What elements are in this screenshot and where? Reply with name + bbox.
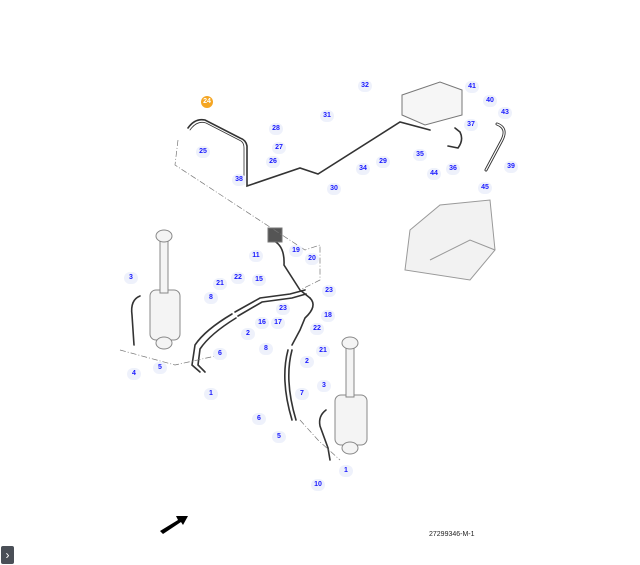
callout-45[interactable]: 45	[478, 182, 492, 194]
callout-37[interactable]: 37	[464, 119, 478, 131]
callout-3[interactable]: 3	[317, 380, 331, 392]
callout-43[interactable]: 43	[498, 107, 512, 119]
callout-16[interactable]: 16	[255, 317, 269, 329]
callout-2[interactable]: 2	[241, 328, 255, 340]
callout-1[interactable]: 1	[339, 465, 353, 477]
callout-11[interactable]: 11	[249, 250, 263, 262]
callout-19[interactable]: 19	[289, 245, 303, 257]
callout-36[interactable]: 36	[446, 163, 460, 175]
callout-5[interactable]: 5	[272, 431, 286, 443]
callout-22[interactable]: 22	[310, 323, 324, 335]
callout-7[interactable]: 7	[295, 388, 309, 400]
callout-6[interactable]: 6	[213, 348, 227, 360]
callout-5[interactable]: 5	[153, 362, 167, 374]
callout-40[interactable]: 40	[483, 95, 497, 107]
diagram-reference-code: 27299346-M-1	[429, 531, 475, 538]
direction-arrow-icon	[160, 516, 188, 534]
callout-1[interactable]: 1	[204, 388, 218, 400]
callout-41[interactable]: 41	[465, 81, 479, 93]
callout-29[interactable]: 29	[376, 156, 390, 168]
hydraulic-cylinders	[149, 229, 368, 455]
callout-23[interactable]: 23	[322, 285, 336, 297]
chassis-frame	[404, 199, 496, 281]
callout-21[interactable]: 21	[316, 345, 330, 357]
callout-27[interactable]: 27	[272, 142, 286, 154]
callout-28[interactable]: 28	[269, 123, 283, 135]
callout-26[interactable]: 26	[266, 156, 280, 168]
callout-32[interactable]: 32	[358, 80, 372, 92]
callout-3[interactable]: 3	[124, 272, 138, 284]
callout-4[interactable]: 4	[127, 368, 141, 380]
callout-8[interactable]: 8	[259, 343, 273, 355]
callout-34[interactable]: 34	[356, 163, 370, 175]
callout-30[interactable]: 30	[327, 183, 341, 195]
callout-25[interactable]: 25	[196, 146, 210, 158]
callout-35[interactable]: 35	[413, 149, 427, 161]
callout-18[interactable]: 18	[321, 310, 335, 322]
callout-44[interactable]: 44	[427, 168, 441, 180]
dash-lines	[119, 139, 341, 461]
callout-6[interactable]: 6	[252, 413, 266, 425]
callout-39[interactable]: 39	[504, 161, 518, 173]
callout-8[interactable]: 8	[204, 292, 218, 304]
callout-22[interactable]: 22	[231, 272, 245, 284]
callout-10[interactable]: 10	[311, 479, 325, 491]
callout-17[interactable]: 17	[271, 317, 285, 329]
callout-15[interactable]: 15	[252, 274, 266, 286]
callout-2[interactable]: 2	[300, 356, 314, 368]
callout-20[interactable]: 20	[305, 253, 319, 265]
control-valve	[267, 81, 463, 243]
callout-24[interactable]: 24	[201, 96, 213, 108]
callout-31[interactable]: 31	[320, 110, 334, 122]
callout-21[interactable]: 21	[213, 278, 227, 290]
callout-38[interactable]: 38	[232, 174, 246, 186]
callout-23[interactable]: 23	[276, 303, 290, 315]
expand-panel-button[interactable]: ›	[1, 546, 14, 564]
